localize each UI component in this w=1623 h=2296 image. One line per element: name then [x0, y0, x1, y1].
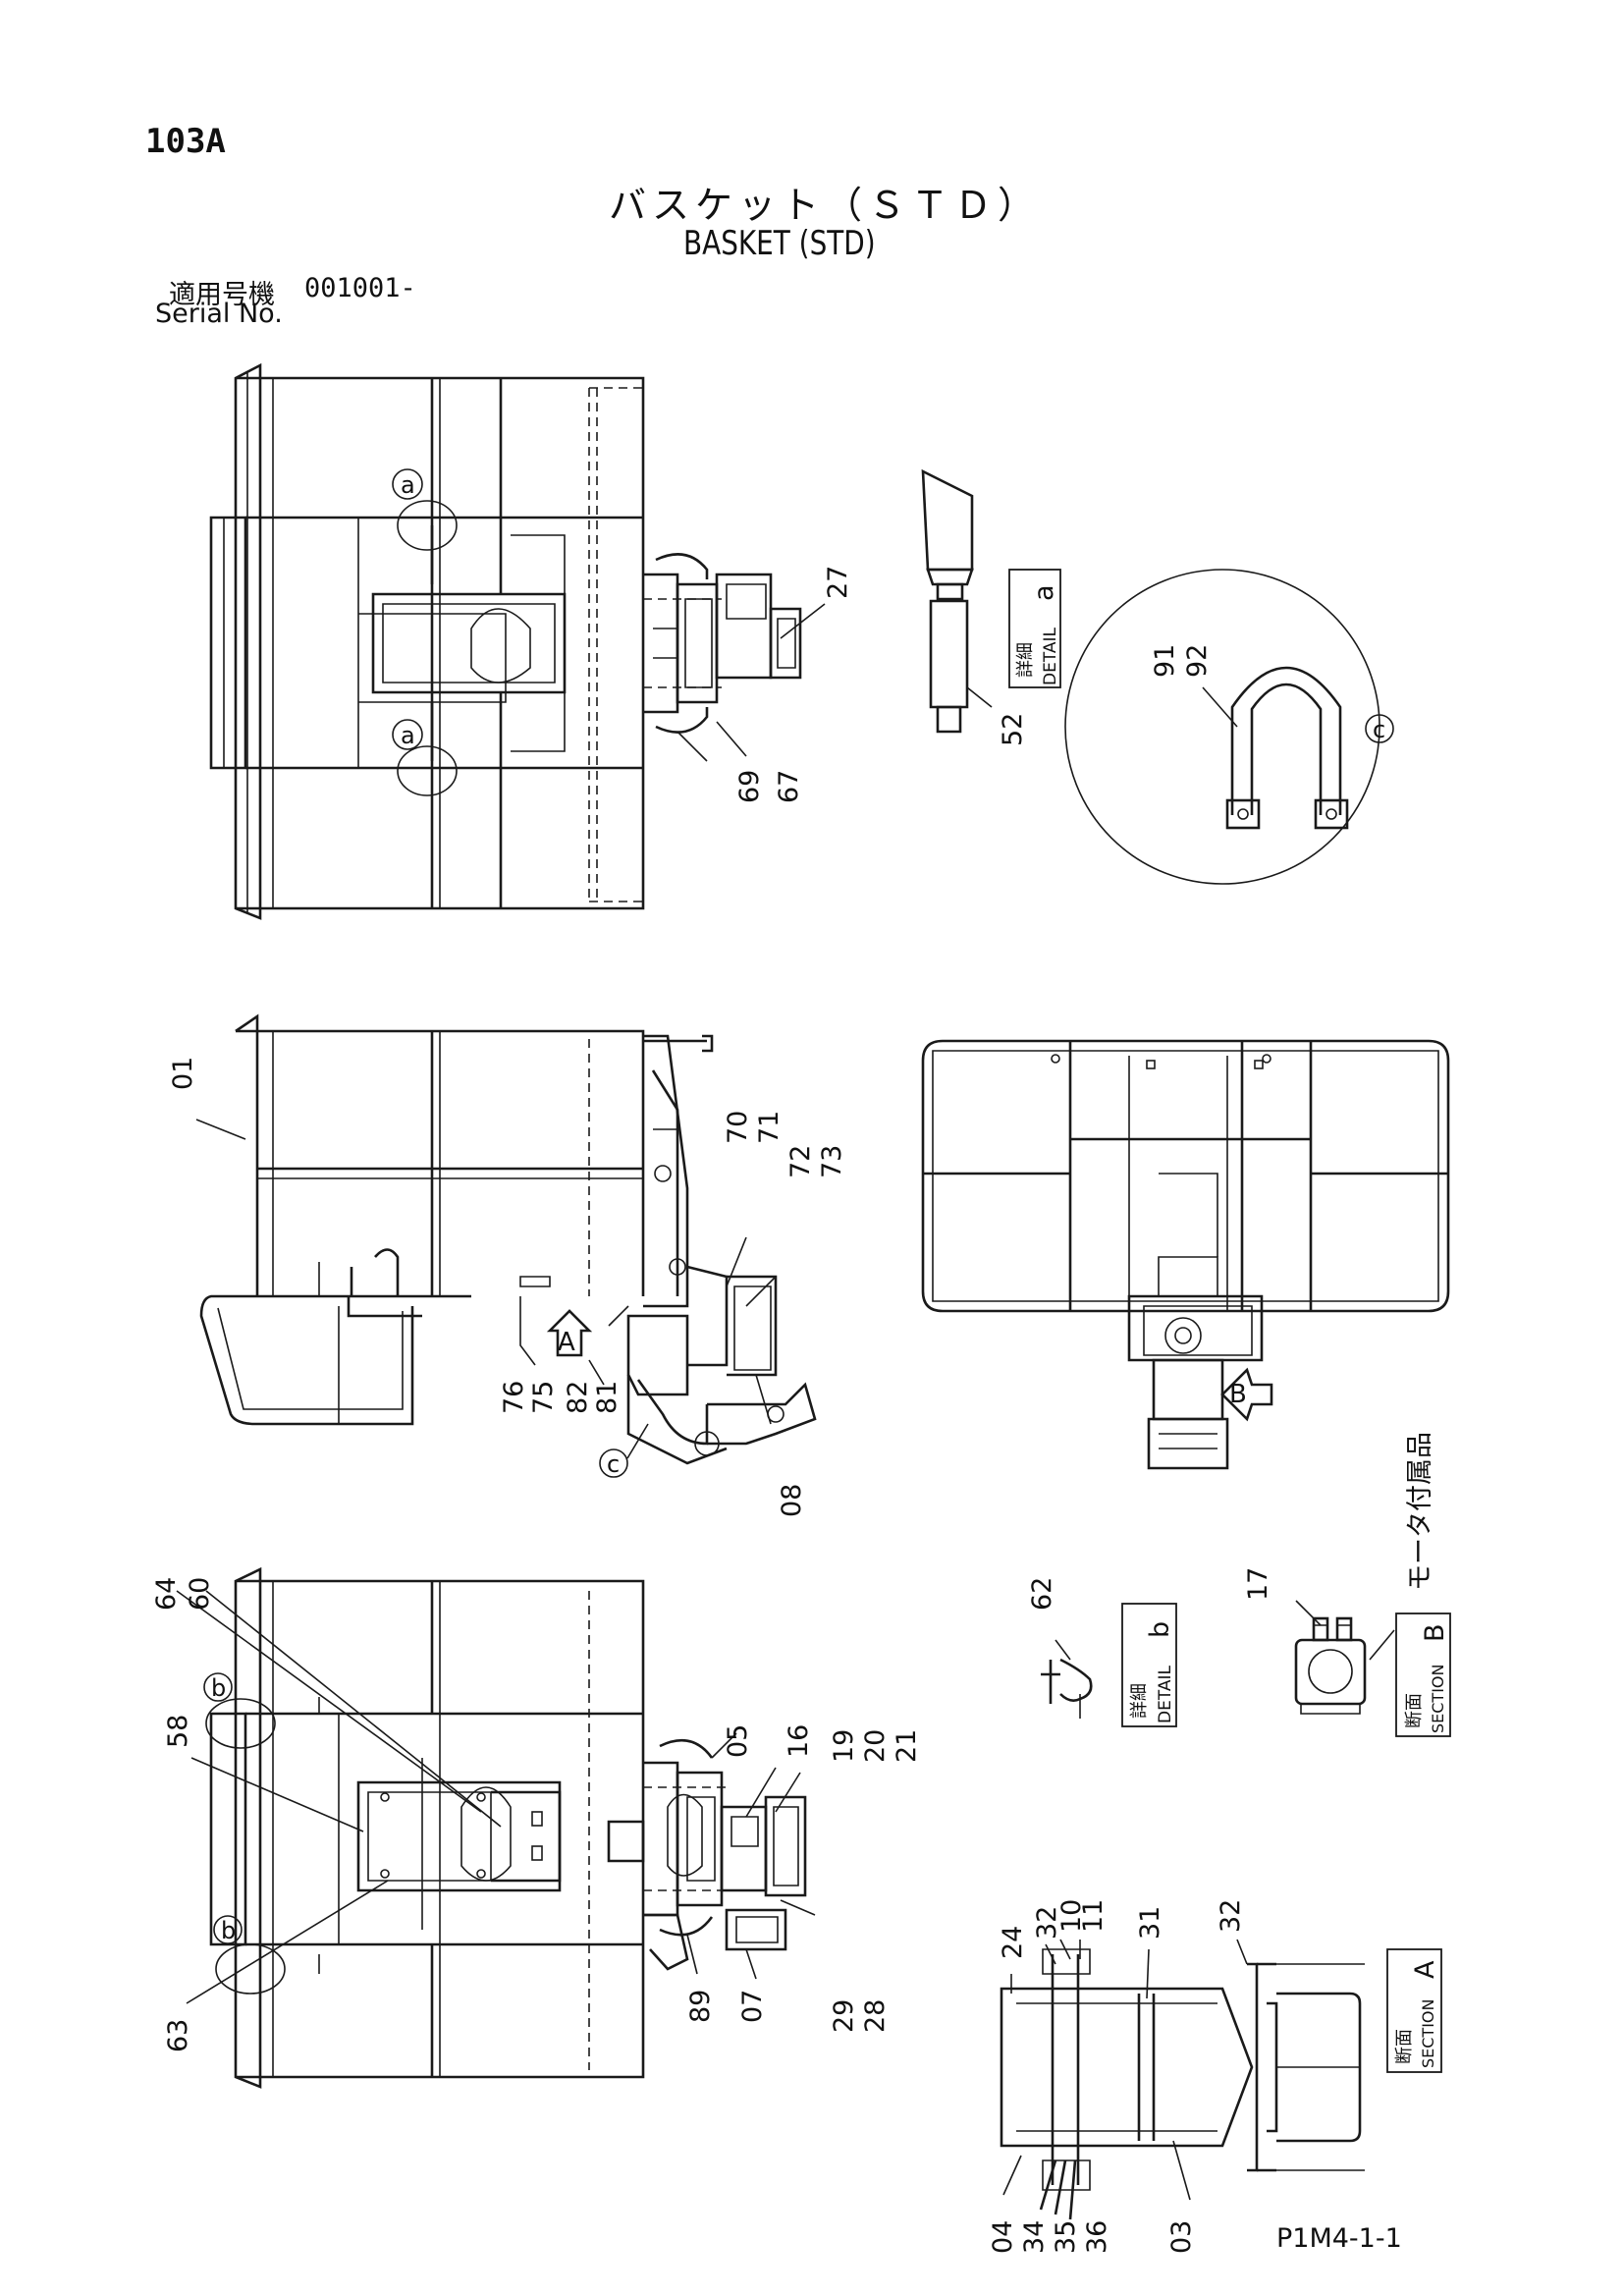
detail-b-caption-en: DETAIL	[1156, 1665, 1175, 1723]
part-label-10: 10	[1056, 1899, 1087, 1933]
section-a-drawing	[1000, 1939, 1365, 2220]
part-label-03: 03	[1166, 2220, 1197, 2254]
part-label-92: 92	[1182, 644, 1213, 678]
detail-a-caption-en: DETAIL	[1041, 627, 1060, 685]
section-a-caption: 断面 SECTION A	[1386, 1948, 1442, 2073]
section-a-caption-jp: 断面	[1394, 2029, 1415, 2064]
detail-marker-b-lower: b	[221, 1917, 236, 1944]
title-japanese: バスケット（ＳＴＤ）	[609, 184, 1042, 227]
part-label-08: 08	[777, 1484, 807, 1517]
detail-marker-b-upper: b	[211, 1674, 226, 1702]
part-label-52: 52	[998, 713, 1028, 746]
part-label-73: 73	[817, 1145, 847, 1178]
part-label-17: 17	[1243, 1567, 1273, 1601]
serial-number-value: 001001-	[304, 273, 416, 303]
serial-label-english: Serial No.	[155, 299, 283, 329]
serial-label-japanese: 適用号機	[169, 280, 275, 310]
detail-marker-a-lower: a	[401, 722, 415, 749]
part-label-81: 81	[592, 1381, 622, 1414]
part-label-31: 31	[1135, 1906, 1165, 1940]
detail-c-drawing: c	[1064, 569, 1394, 885]
part-label-20: 20	[860, 1729, 891, 1763]
part-label-01: 01	[168, 1057, 198, 1090]
part-label-32-left: 32	[1032, 1906, 1062, 1940]
part-label-63: 63	[163, 2019, 193, 2052]
part-label-89: 89	[685, 1990, 716, 2023]
detail-marker-c-circle: c	[1373, 716, 1385, 743]
part-label-11: 11	[1078, 1899, 1109, 1933]
detail-b-caption: 詳細 DETAIL b	[1121, 1603, 1177, 1727]
part-label-72: 72	[785, 1145, 816, 1178]
part-label-32-right: 32	[1216, 1899, 1246, 1933]
part-label-71: 71	[754, 1111, 784, 1144]
section-b-caption-letter: B	[1420, 1623, 1450, 1642]
view-arrow-a: A	[558, 1328, 575, 1357]
part-label-70: 70	[723, 1111, 753, 1144]
part-label-36: 36	[1082, 2220, 1112, 2254]
page-number: 103A	[145, 122, 226, 161]
part-label-16: 16	[784, 1724, 814, 1758]
basket-bottom-view: B	[921, 1039, 1450, 1470]
part-label-82: 82	[563, 1381, 593, 1414]
section-b-caption-en: SECTION	[1429, 1665, 1447, 1734]
part-label-27: 27	[823, 566, 853, 599]
part-label-05: 05	[723, 1724, 753, 1758]
section-b-caption-jp: 断面	[1404, 1693, 1425, 1728]
section-b-caption: 断面 SECTION B	[1395, 1613, 1451, 1737]
detail-a-drawing	[921, 468, 993, 734]
detail-b-drawing	[1041, 1639, 1093, 1719]
detail-a-caption: 詳細 DETAIL a	[1008, 569, 1061, 688]
part-label-62: 62	[1027, 1577, 1057, 1611]
detail-b-caption-letter: b	[1145, 1621, 1175, 1638]
basket-top-view: a a	[209, 362, 826, 920]
part-label-76: 76	[499, 1381, 529, 1414]
part-label-34: 34	[1019, 2220, 1050, 2254]
detail-marker-a-upper: a	[401, 471, 415, 499]
part-label-29: 29	[829, 1999, 859, 2033]
part-label-60: 60	[185, 1577, 215, 1611]
view-arrow-b: B	[1229, 1380, 1247, 1409]
part-label-21: 21	[892, 1729, 922, 1763]
detail-marker-c-side: c	[607, 1450, 620, 1478]
detail-b-caption-jp: 詳細	[1129, 1683, 1150, 1719]
part-label-19: 19	[829, 1729, 859, 1763]
section-a-caption-letter: A	[1410, 1960, 1440, 1979]
detail-a-caption-letter: a	[1029, 584, 1059, 601]
part-label-24: 24	[998, 1926, 1028, 1959]
section-b-drawing	[1294, 1600, 1395, 1715]
part-label-35: 35	[1051, 2220, 1081, 2254]
basket-side-view: A c	[195, 1013, 817, 1478]
drawing-code: P1M4-1-1	[1276, 2223, 1402, 2254]
part-label-91: 91	[1150, 644, 1180, 678]
motor-accessory-label: モータ付属品	[1405, 1432, 1435, 1591]
part-label-75: 75	[528, 1381, 559, 1414]
detail-a-caption-jp: 詳細	[1015, 642, 1036, 678]
title-english: BASKET (STD)	[683, 224, 876, 263]
part-label-69: 69	[734, 770, 765, 803]
part-label-67: 67	[774, 770, 804, 803]
part-label-28: 28	[860, 1999, 891, 2033]
section-a-caption-en: SECTION	[1419, 1999, 1437, 2069]
part-label-64: 64	[151, 1577, 182, 1611]
part-label-04: 04	[988, 2220, 1018, 2254]
part-label-58: 58	[163, 1715, 193, 1748]
basket-lower-view: b b	[176, 1566, 816, 2089]
part-label-07: 07	[737, 1990, 768, 2023]
